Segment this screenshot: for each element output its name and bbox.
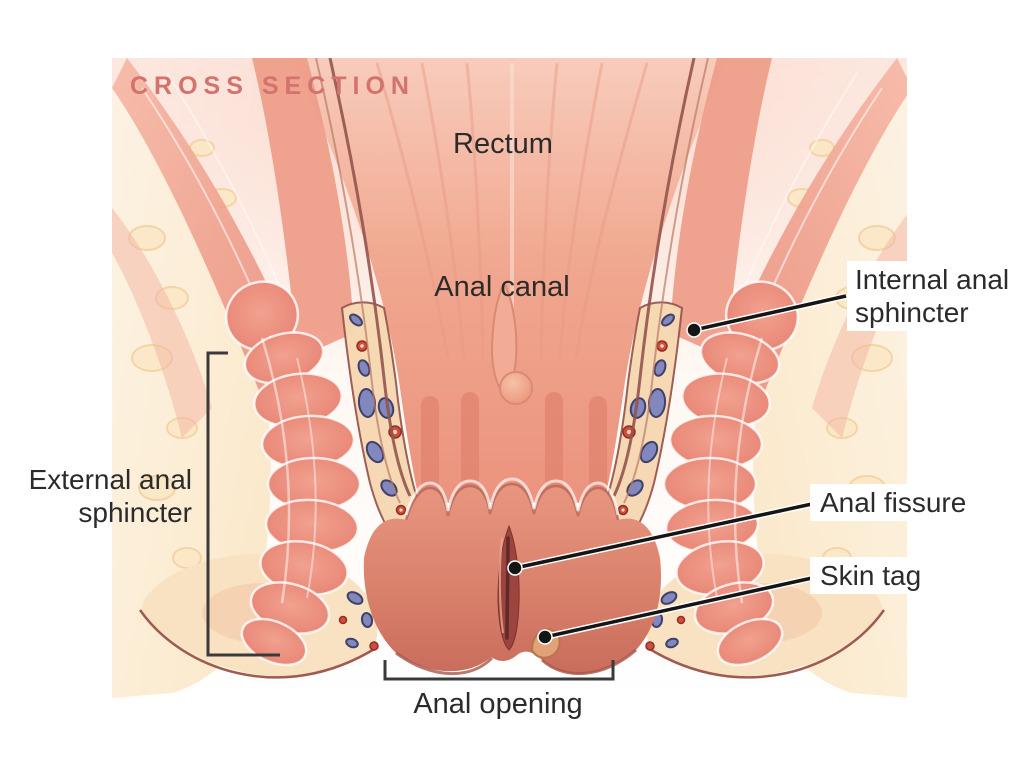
anal-fissure-lesion — [497, 524, 520, 651]
label-line: sphincter — [855, 297, 969, 328]
label-anal-opening: Anal opening — [397, 687, 599, 722]
leader-internal-anal-sphincter — [686, 292, 847, 338]
leader-dot — [686, 322, 702, 338]
label-external-anal-sphincter: External anal sphincter — [0, 463, 192, 529]
leader-dot — [507, 560, 523, 576]
label-anal-canal: Anal canal — [434, 271, 570, 303]
leader-anal-fissure — [507, 500, 813, 576]
label-internal-anal-sphincter: Internal anal sphincter — [847, 261, 1018, 331]
label-line: Internal anal — [855, 264, 1010, 295]
rectum-anal-canal — [292, 58, 727, 503]
mucosa-streaks — [375, 62, 649, 359]
bracket-external-anal-sphincter — [206, 351, 280, 657]
figure-title: CROSS SECTION — [130, 72, 415, 100]
fold-bulb — [499, 371, 533, 405]
label-anal-fissure: Anal fissure — [810, 484, 977, 521]
anal-columns — [421, 392, 607, 506]
anatomy-illustration — [112, 58, 907, 707]
label-skin-tag: Skin tag — [810, 557, 932, 594]
label-line: External anal — [28, 464, 192, 495]
leader-dot — [537, 629, 553, 645]
bracket-anal-opening — [383, 660, 615, 681]
label-rectum: Rectum — [453, 128, 553, 160]
leader-skin-tag — [537, 574, 813, 645]
label-line: sphincter — [78, 497, 192, 528]
